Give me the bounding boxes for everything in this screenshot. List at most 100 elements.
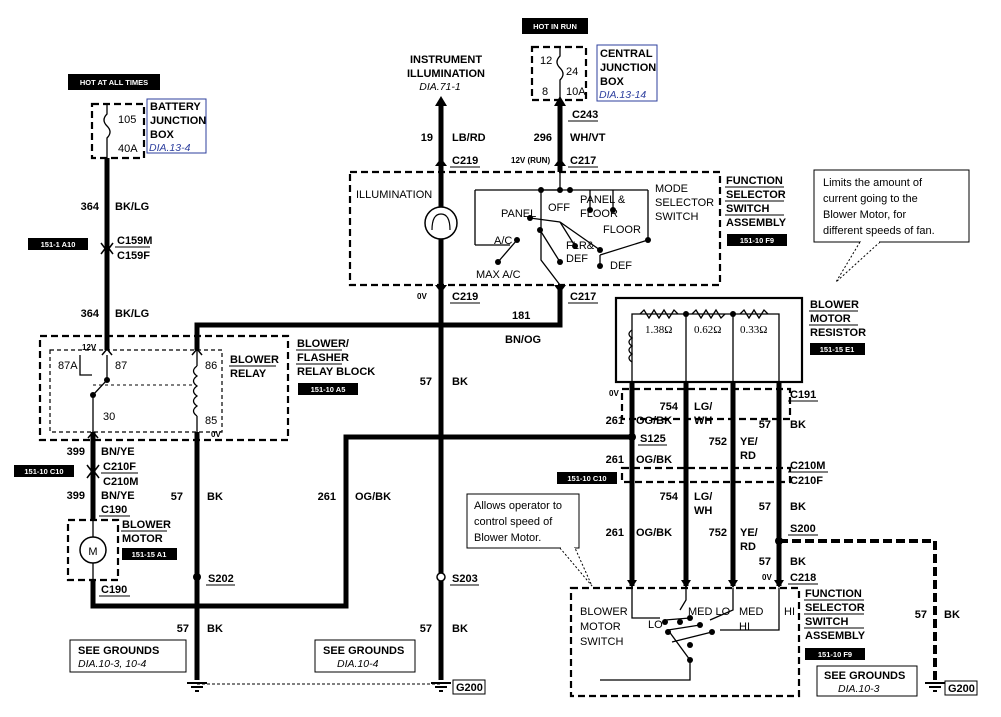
relay-pin-86: 86 — [205, 360, 217, 372]
fuse-24-number: 24 — [566, 66, 578, 78]
see-grounds-right-title: SEE GROUNDS — [824, 670, 905, 682]
function-selector-title-3: SWITCH — [726, 203, 769, 215]
wire-261-color-r3: OG/BK — [636, 527, 672, 539]
see-grounds-mid-ref[interactable]: DIA.10-4 — [337, 658, 379, 670]
see-grounds-mid-box — [314, 639, 416, 673]
connector-c219-bottom: C219 — [452, 291, 478, 303]
instrument-illumination-ref[interactable]: DIA.71-1 — [419, 81, 460, 93]
function-selector-title-2: SELECTOR — [726, 189, 786, 201]
wire-181-number: 181 — [512, 310, 530, 322]
hot-always-tag — [68, 74, 160, 90]
wire-364-color-top: BK/LG — [115, 201, 149, 213]
connector-c210f-left: C210F — [103, 461, 136, 473]
cjb-ref-link[interactable]: DIA.13-14 — [599, 89, 646, 101]
mode-flr-def-label-2: DEF — [566, 253, 588, 265]
wire-57-number-center: 57 — [420, 376, 432, 388]
function-selector-ref-tag — [727, 234, 787, 246]
cjb-pin-8: 8 — [542, 86, 548, 98]
wire-754-color-r1-line2: WH — [694, 415, 712, 427]
wire-s200-ground — [779, 539, 937, 683]
see-grounds-right-box — [816, 665, 918, 697]
ref-151-1-a10[interactable]: 151-1 A10 — [41, 240, 76, 249]
resistor-r2-value: 0.62Ω — [694, 324, 721, 336]
splice-s202: S202 — [208, 573, 234, 585]
relay-block-ref[interactable]: 151-10 A5 — [311, 385, 346, 394]
function-selector-title-1: FUNCTION — [726, 175, 783, 187]
see-grounds-right-ref[interactable]: DIA.10-3 — [838, 683, 880, 695]
resistor-network — [628, 308, 780, 382]
relay-pin-85: 85 — [205, 415, 217, 427]
fuse-105-symbol — [103, 104, 111, 158]
wire-57-color-far-right: BK — [944, 609, 960, 621]
resistor-ref[interactable]: 151-15 E1 — [820, 345, 855, 354]
wire-57-number-r3: 57 — [759, 556, 771, 568]
connector-c191-outline — [620, 387, 792, 421]
speed-med-hi-label-1: MED — [739, 606, 764, 618]
voltage-12v-relay: 12V — [82, 343, 97, 352]
wire-19-number: 19 — [421, 132, 433, 144]
splice-s125-dot — [628, 433, 636, 441]
relay-block-title-1: BLOWER/ — [297, 338, 349, 350]
see-grounds-mid-title: SEE GROUNDS — [323, 645, 404, 657]
ground-g200-center: G200 — [456, 682, 483, 694]
voltage-12v-run: 12V (RUN) — [511, 156, 550, 165]
wire-57-color-center: BK — [452, 376, 468, 388]
fuse-105-amp: 40A — [118, 143, 138, 155]
note-bottom-line-1: Allows operator to — [474, 500, 562, 512]
relay-pin-87: 87 — [115, 360, 127, 372]
instrument-illumination-title-2: ILLUMINATION — [407, 68, 485, 80]
wire-364-number-top: 364 — [81, 201, 100, 213]
connector-c159m: C159M — [117, 235, 152, 247]
relay-contacts — [79, 347, 203, 439]
wire-57-number-far-right: 57 — [915, 609, 927, 621]
function-selector-bottom-ref[interactable]: 151-10 F9 — [818, 650, 852, 659]
blower-switch-title-3: SWITCH — [580, 636, 623, 648]
mode-def-label: DEF — [610, 260, 632, 272]
blower-motor-switch-contacts — [631, 588, 780, 663]
wire-57-number-center-bottom: 57 — [420, 623, 432, 635]
wire-752-color-r1-line2: RD — [740, 450, 756, 462]
ref-151-10-c10-right[interactable]: 151-10 C10 — [567, 474, 606, 483]
cjb-pin-12: 12 — [540, 55, 552, 67]
note-switch-callout — [466, 493, 580, 549]
mode-panel-label: PANEL — [501, 208, 536, 220]
blower-relay-title-1: BLOWER — [230, 354, 279, 366]
hot-always-label: HOT AT ALL TIMES — [80, 78, 148, 87]
ground-g200-right: G200 — [948, 683, 975, 695]
relay-block-title-3: RELAY BLOCK — [297, 366, 375, 378]
relay-pin-87a: 87A — [58, 360, 78, 372]
wire-752-number-r2: 752 — [709, 527, 727, 539]
wire-57-number-r2: 57 — [759, 501, 771, 513]
c219-top-pin — [435, 158, 447, 166]
voltage-0v-c218: 0V — [762, 573, 772, 582]
wire-754-color-r1-line1: LG/ — [694, 401, 712, 413]
function-selector-ref[interactable]: 151-10 F9 — [740, 236, 774, 245]
wire-752-color-r1-line1: YE/ — [740, 436, 758, 448]
ref-151-10-c10-left[interactable]: 151-10 C10 — [24, 467, 63, 476]
mode-selector-title-3: SWITCH — [655, 211, 698, 223]
battery-jb-ref-link[interactable]: DIA.13-4 — [149, 142, 191, 154]
wire-57-color-r3: BK — [790, 556, 806, 568]
relay-pin-30: 30 — [103, 411, 115, 423]
note-top-line-2: current going to the — [823, 193, 918, 205]
note-resistor-callout — [813, 169, 970, 243]
blower-motor-ref[interactable]: 151-15 A1 — [132, 550, 167, 559]
connector-c219-top: C219 — [452, 155, 478, 167]
blower-switch-title-1: BLOWER — [580, 606, 628, 618]
mode-selector-title-1: MODE — [655, 183, 688, 195]
splice-s202-dot — [193, 573, 201, 581]
resistor-r3-value: 0.33Ω — [740, 324, 767, 336]
wire-399-color-bottom: BN/YE — [101, 490, 135, 502]
see-grounds-left-ref[interactable]: DIA.10-3, 10-4 — [78, 658, 146, 670]
relay-block-outline — [38, 334, 290, 442]
mode-floor-label: FLOOR — [603, 224, 641, 236]
note-bottom-line-2: control speed of — [474, 516, 553, 528]
mode-panel-floor-label-1: PANEL & — [580, 194, 626, 206]
instrument-illumination-title-1: INSTRUMENT — [410, 54, 482, 66]
blower-motor-title-1: BLOWER — [122, 519, 171, 531]
speed-med-lo-label: MED LO — [688, 606, 731, 618]
see-grounds-left-box — [69, 639, 187, 673]
wire-754-color-r2-line1: LG/ — [694, 491, 712, 503]
mode-off-label: OFF — [548, 202, 570, 214]
wire-57-number-left-bottom: 57 — [177, 623, 189, 635]
